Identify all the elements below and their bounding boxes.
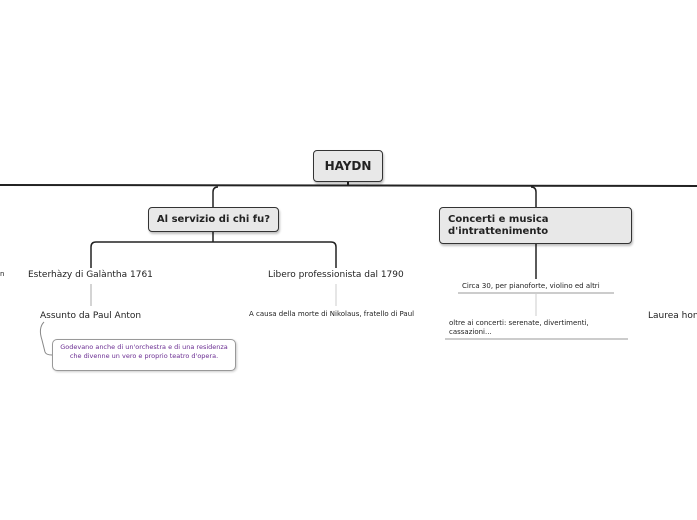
callout-note-orchestra[interactable]: Godevano anche di un'orchestra e di una … [52, 339, 236, 371]
callout-note-text: Godevano anche di un'orchestra e di una … [60, 343, 228, 360]
root-node-haydn[interactable]: HAYDN [313, 150, 383, 182]
topic-paul-anton[interactable]: Assunto da Paul Anton [40, 311, 142, 321]
topic-esterhazy[interactable]: Esterhàzy di Galàntha 1761 [28, 270, 153, 280]
branch-node-concerts[interactable]: Concerti e musica d'intrattenimento [439, 207, 632, 244]
branch-node-service[interactable]: Al servizio di chi fu? [148, 207, 279, 232]
left-edge-fragment: n [0, 270, 5, 278]
root-node-label: HAYDN [324, 159, 372, 173]
topic-libero-professionista[interactable]: Libero professionista dal 1790 [268, 270, 404, 280]
topic-nikolaus[interactable]: A causa della morte di Nikolaus, fratell… [249, 310, 415, 318]
right-edge-fragment: Laurea hon [648, 311, 697, 321]
topic-serenate[interactable]: oltre ai concerti: serenate, divertiment… [449, 319, 589, 336]
branch-node-label: Al servizio di chi fu? [156, 214, 271, 225]
topic-circa-30[interactable]: Circa 30, per pianoforte, violino ed alt… [462, 282, 600, 290]
branch-node-label: Concerti e musica d'intrattenimento [448, 214, 549, 237]
